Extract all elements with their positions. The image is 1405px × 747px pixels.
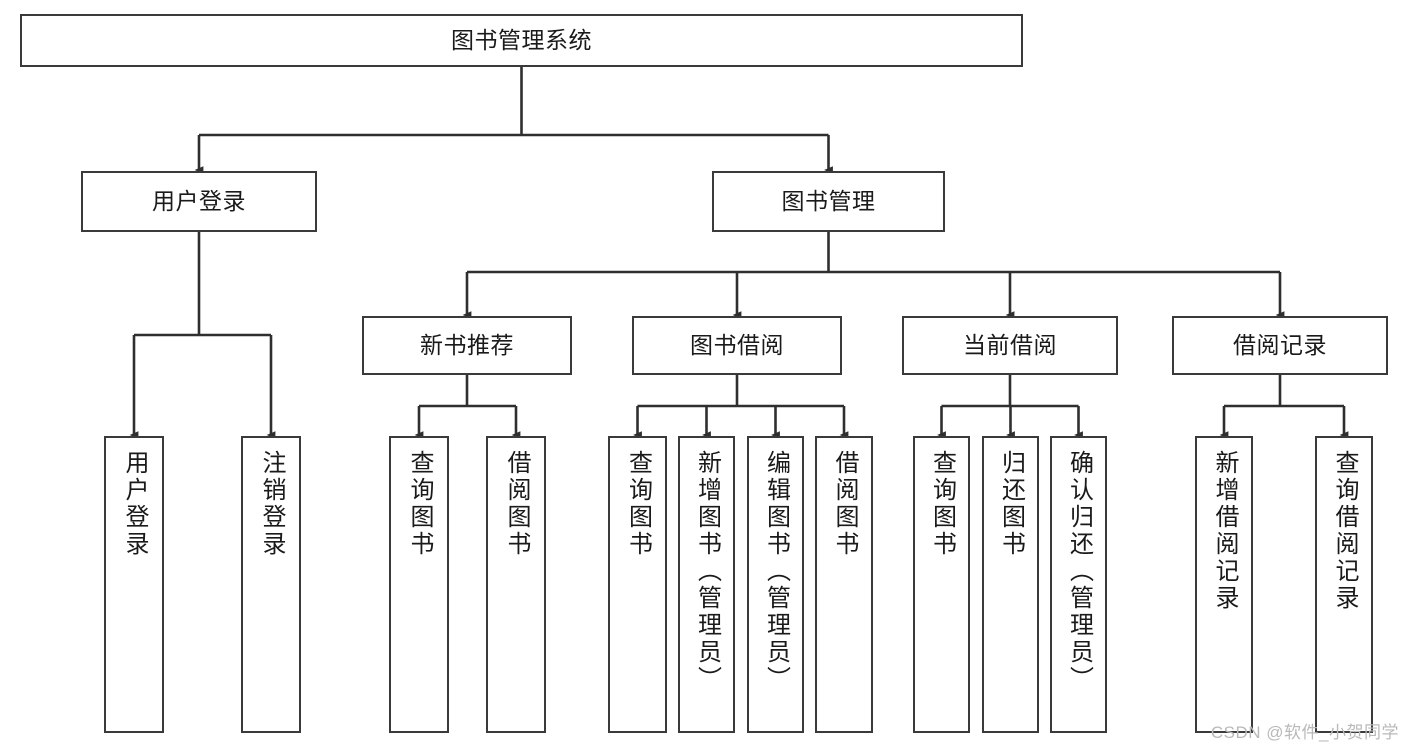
leaf-edit-book-admin[interactable]: 编辑图书（管理员） <box>747 436 804 733</box>
node-label: 用户登录 <box>121 450 148 558</box>
node-label: 图书管理系统 <box>451 26 592 53</box>
node-label: 确认归还（管理员） <box>1065 450 1093 693</box>
node-label: 借阅图书 <box>503 450 530 558</box>
node-label: 图书借阅 <box>690 331 784 358</box>
csdn-watermark: CSDN @软件_小贺同学 <box>1210 723 1399 742</box>
leaf-query-borrowing-record[interactable]: 查询借阅记录 <box>1315 436 1373 733</box>
leaf-borrow-book-recommendation[interactable]: 借阅图书 <box>486 436 546 733</box>
leaf-confirm-return-admin[interactable]: 确认归还（管理员） <box>1050 436 1107 733</box>
node-label: 用户登录 <box>152 187 246 214</box>
leaf-logout[interactable]: 注销登录 <box>241 436 301 733</box>
node-label: 借阅记录 <box>1233 331 1327 358</box>
node-root-system[interactable]: 图书管理系统 <box>20 14 1023 67</box>
node-label: 查询图书 <box>624 450 652 558</box>
node-label: 查询图书 <box>928 450 956 558</box>
node-borrowing-records[interactable]: 借阅记录 <box>1172 316 1388 375</box>
node-label: 新增图书（管理员） <box>693 450 721 693</box>
node-label: 查询借阅记录 <box>1331 450 1358 612</box>
node-label: 查询图书 <box>406 450 433 558</box>
node-label: 归还图书 <box>997 450 1025 558</box>
node-current-borrowing[interactable]: 当前借阅 <box>902 316 1118 375</box>
node-label: 注销登录 <box>258 450 285 558</box>
node-book-management[interactable]: 图书管理 <box>712 171 945 232</box>
leaf-add-book-admin[interactable]: 新增图书（管理员） <box>678 436 735 733</box>
node-label: 当前借阅 <box>963 331 1057 358</box>
leaf-return-book[interactable]: 归还图书 <box>982 436 1039 733</box>
node-label: 新书推荐 <box>420 331 514 358</box>
node-book-borrowing[interactable]: 图书借阅 <box>632 316 842 375</box>
node-label: 借阅图书 <box>831 450 858 558</box>
leaf-add-borrowing-record[interactable]: 新增借阅记录 <box>1195 436 1253 733</box>
node-label: 图书管理 <box>781 187 876 214</box>
leaf-borrow-book-borrowing[interactable]: 借阅图书 <box>815 436 873 733</box>
node-user-login[interactable]: 用户登录 <box>81 171 317 232</box>
node-label: 新增借阅记录 <box>1211 450 1238 612</box>
leaf-query-book-borrowing[interactable]: 查询图书 <box>608 436 667 733</box>
leaf-query-book-recommendation[interactable]: 查询图书 <box>389 436 449 733</box>
leaf-query-book-current[interactable]: 查询图书 <box>913 436 970 733</box>
leaf-user-login[interactable]: 用户登录 <box>104 436 164 733</box>
node-new-book-recommendation[interactable]: 新书推荐 <box>362 316 572 375</box>
node-label: 编辑图书（管理员） <box>762 450 790 693</box>
